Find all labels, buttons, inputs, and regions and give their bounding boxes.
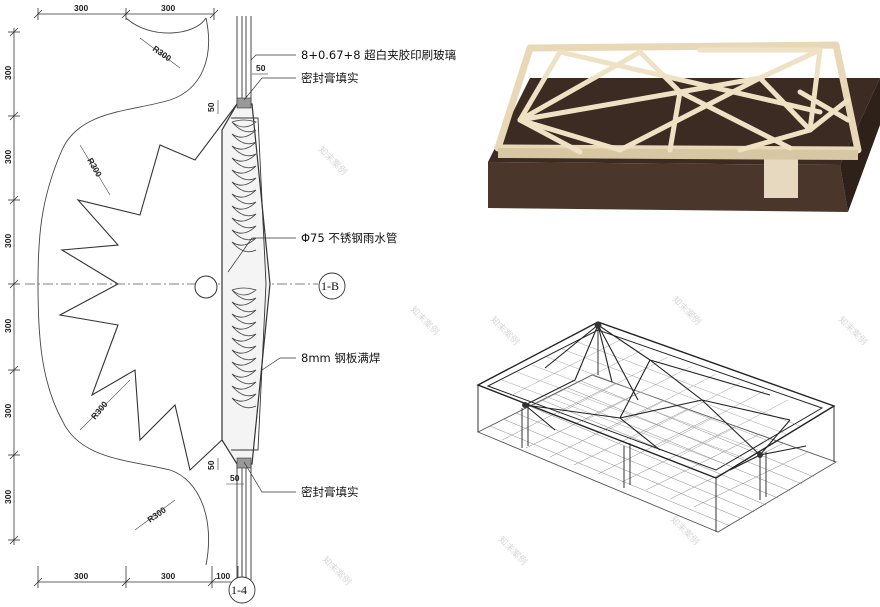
sealant-top bbox=[236, 97, 252, 109]
wood-base-front bbox=[488, 162, 848, 212]
top-dimension bbox=[33, 8, 219, 20]
small-dim-lines bbox=[217, 73, 268, 485]
axon-node-left bbox=[522, 402, 528, 408]
label-seal-top: 密封膏填实 bbox=[301, 71, 359, 85]
label-leaders bbox=[227, 54, 296, 493]
label-pipe: Φ75 不锈钢雨水管 bbox=[301, 231, 397, 245]
physical-model bbox=[488, 41, 880, 212]
insulation-coil bbox=[231, 119, 257, 409]
bottom-dimension bbox=[33, 566, 243, 588]
axonometric-model bbox=[476, 321, 838, 533]
left-dim-4: 300 bbox=[3, 319, 13, 333]
left-dim-6: 300 bbox=[3, 490, 13, 504]
axon-node-top bbox=[594, 321, 602, 329]
axon-struts bbox=[524, 324, 807, 471]
radius-leaders bbox=[79, 37, 181, 531]
lower-grid bbox=[489, 380, 815, 527]
seal-dim-top: 50 bbox=[206, 102, 216, 112]
lower-plane bbox=[476, 374, 838, 533]
steel-plate-inner bbox=[231, 117, 267, 451]
watermark-7: 知末案例 bbox=[836, 314, 870, 348]
model-struts bbox=[517, 47, 851, 155]
label-glass: 8+0.67+8 超白夹胶印刷玻璃 bbox=[301, 48, 456, 62]
pipe-circle bbox=[194, 275, 218, 299]
label-seal-bottom: 密封膏填实 bbox=[301, 485, 359, 499]
axis-tag-1b: 1-B bbox=[321, 279, 339, 293]
label-plate: 8mm 钢板满焊 bbox=[301, 351, 381, 365]
watermark-2: 知末案例 bbox=[408, 304, 442, 338]
watermark-6: 知末案例 bbox=[670, 294, 704, 328]
left-dim-3: 300 bbox=[3, 234, 13, 248]
outer-contour bbox=[37, 17, 210, 566]
model-frame-edge bbox=[498, 148, 858, 160]
left-dim-2: 300 bbox=[3, 150, 13, 164]
steel-plate bbox=[221, 103, 271, 465]
bottom-dim-3: 100 bbox=[216, 571, 230, 581]
top-dim-2: 300 bbox=[161, 3, 175, 13]
zigzag-profile bbox=[58, 103, 238, 472]
watermark-8: 知末案例 bbox=[668, 514, 702, 548]
detail-drawing: 300 300 300 300 300 300 300 300 bbox=[3, 3, 456, 604]
bottom-dim-2: 300 bbox=[161, 571, 175, 581]
left-dim-5: 300 bbox=[3, 404, 13, 418]
left-dim-1: 300 bbox=[3, 66, 13, 80]
axis-tag-14: 1-4 bbox=[231, 583, 247, 597]
gap-dim-top: 50 bbox=[256, 63, 266, 73]
upper-plane-inner bbox=[486, 329, 824, 471]
upper-grid bbox=[501, 339, 801, 467]
axis-tag-1b-circle bbox=[318, 272, 346, 300]
watermark-5: 知末案例 bbox=[496, 534, 530, 568]
left-dimension bbox=[8, 27, 20, 545]
sealant-bottom bbox=[236, 457, 252, 469]
axon-node-right bbox=[757, 452, 763, 458]
watermark-1: 知末案例 bbox=[316, 144, 350, 178]
watermark-3: 知末案例 bbox=[488, 314, 522, 348]
bottom-dim-1: 300 bbox=[74, 571, 88, 581]
top-dim-1: 300 bbox=[74, 3, 88, 13]
radius-upper-mid: R300 bbox=[85, 156, 104, 179]
watermark-4: 知末案例 bbox=[320, 554, 354, 588]
axis-tag-14-circle bbox=[228, 576, 256, 604]
seal-dim-bottom: 50 bbox=[206, 460, 216, 470]
axon-columns bbox=[477, 322, 835, 532]
gap-dim-bottom: 50 bbox=[230, 473, 240, 483]
